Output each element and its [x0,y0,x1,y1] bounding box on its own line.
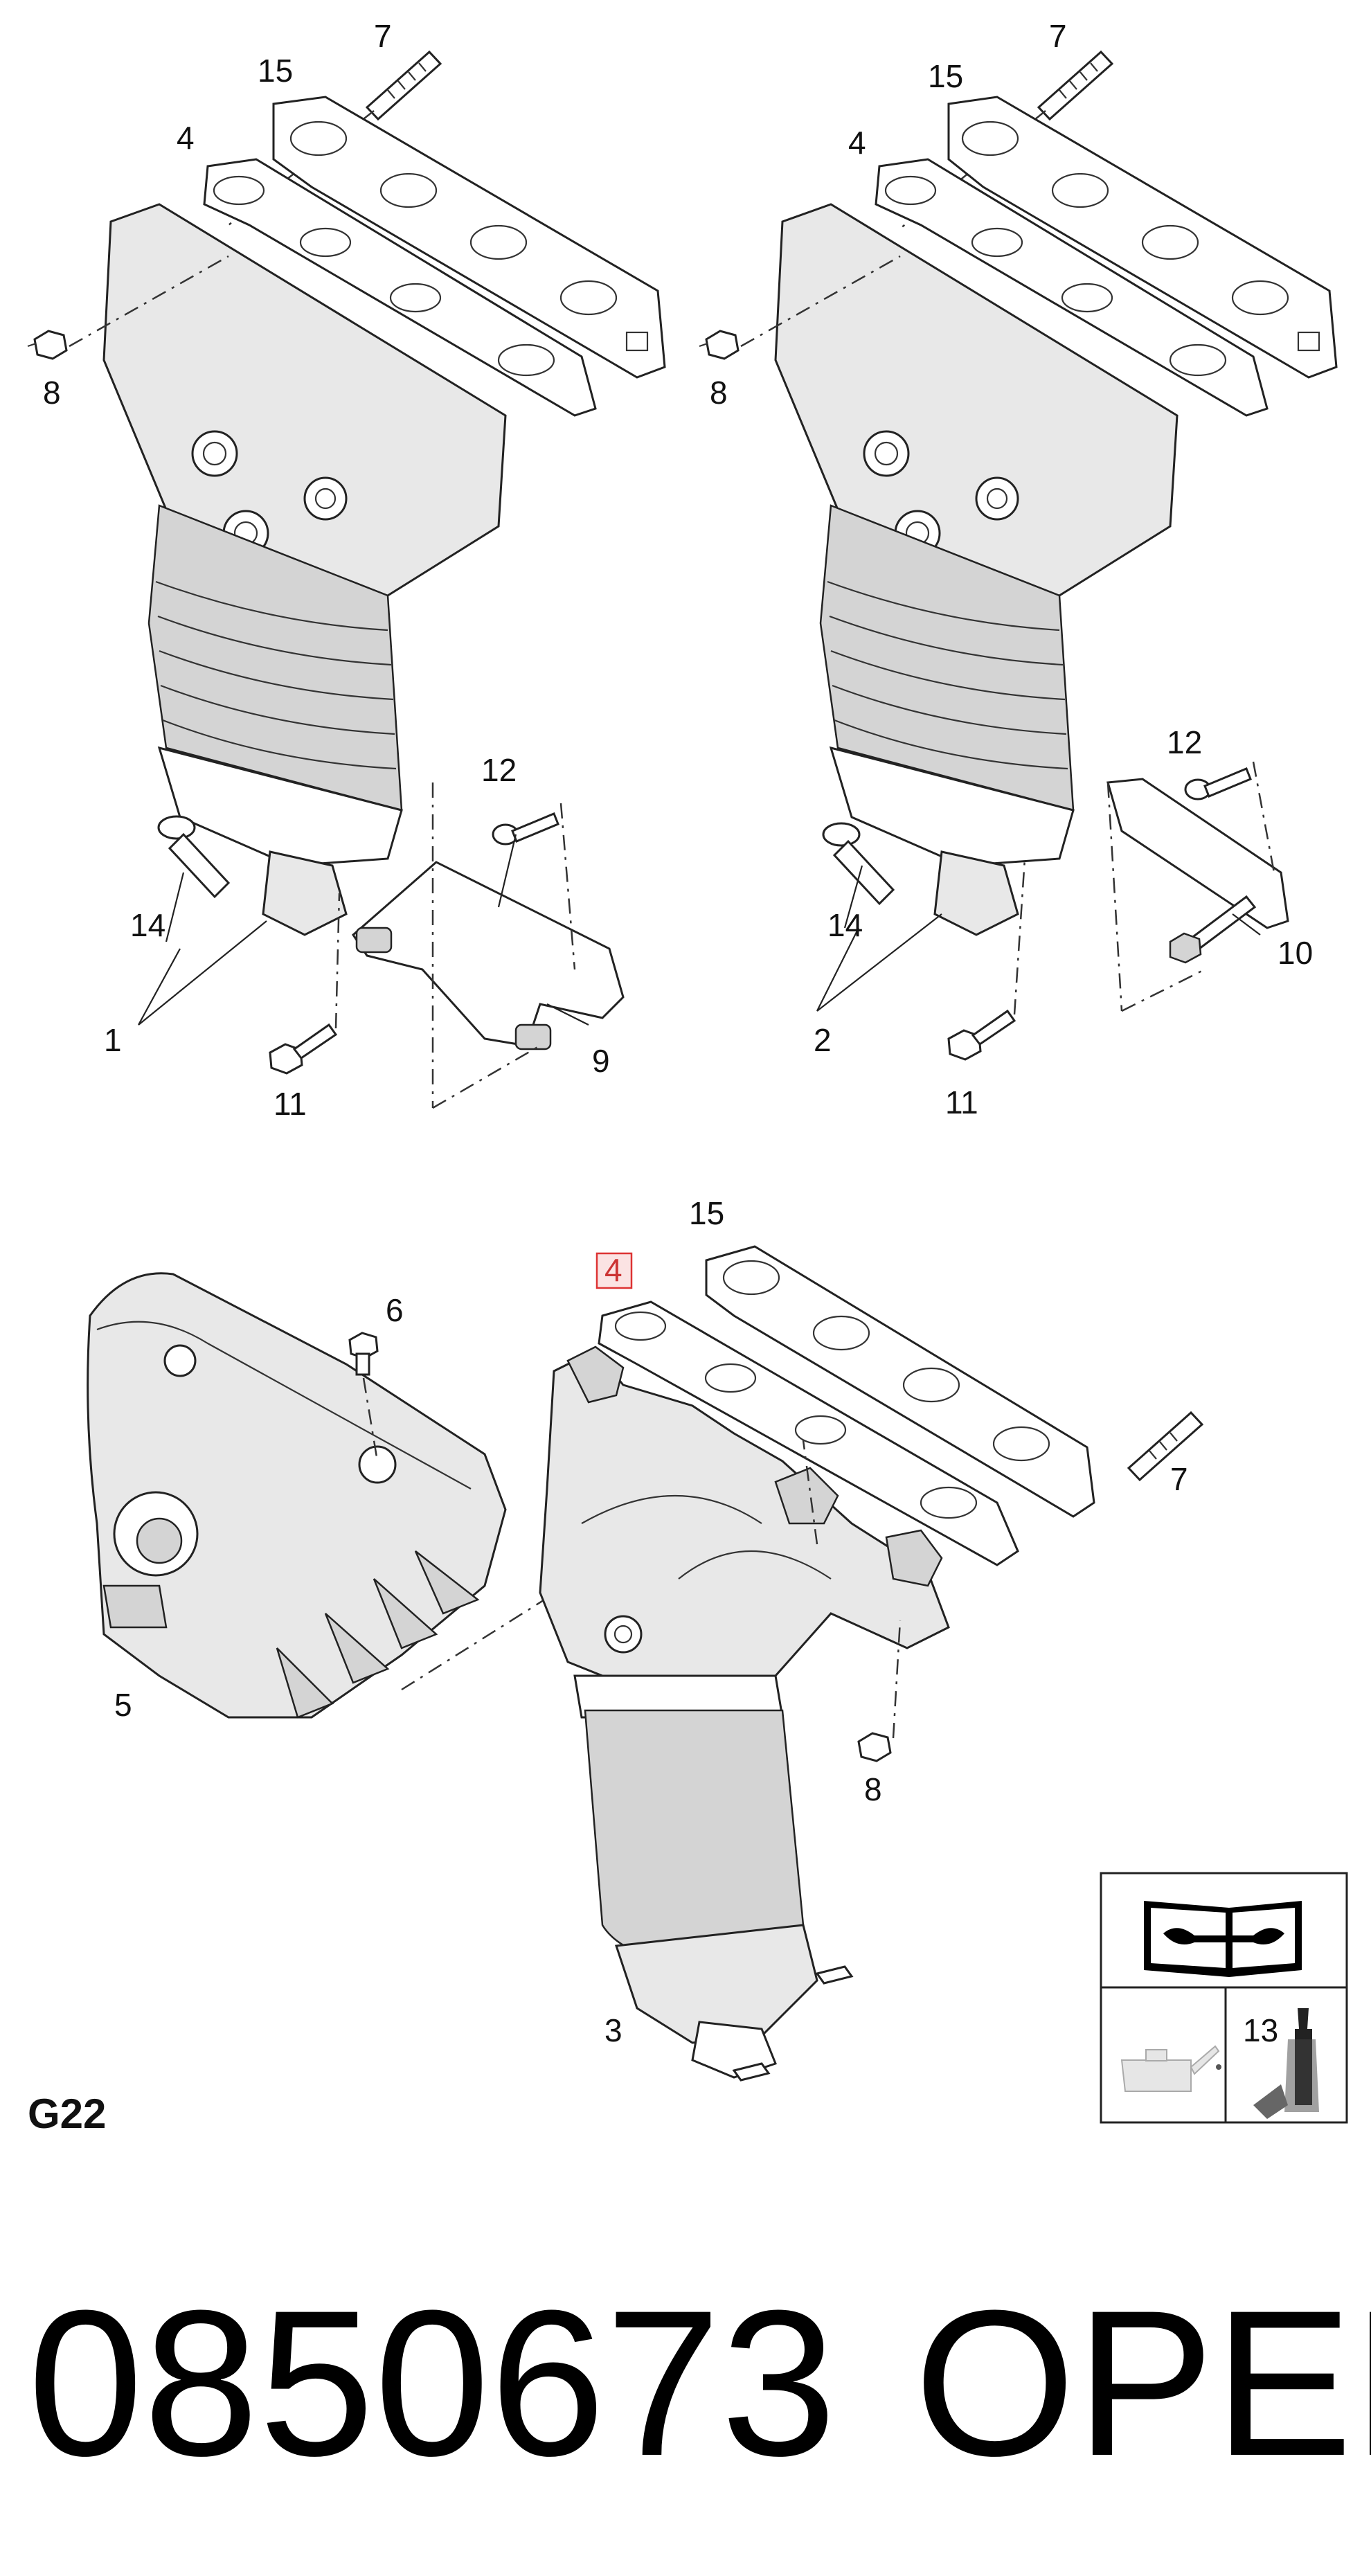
callout-11-top-right: 11 [945,1084,978,1120]
bolt-6-icon [348,1332,379,1376]
bolt-11-icon [269,1023,338,1075]
bolt-14-icon [822,822,895,906]
gasket-4-icon [598,1300,1019,1566]
callout-15-top-right: 15 [928,58,963,94]
oil-can-icon [1120,2045,1221,2092]
callout-8-top-left: 8 [43,375,61,411]
callout-8-top-right: 8 [710,375,728,411]
assembly-top-right [699,50,1338,1061]
info-box [1100,1872,1348,2124]
callout-11-top-left: 11 [274,1086,307,1122]
callout-7-top-left: 7 [374,18,392,54]
callout-14-top-left: 14 [130,907,165,943]
callout-12-top-left: 12 [481,752,517,788]
callout-12-top-right: 12 [1167,724,1202,760]
manifold-catalyst-2-icon [774,203,1179,936]
callout-15-bottom: 15 [689,1195,724,1231]
callout-6: 6 [386,1292,404,1328]
section-label: G22 [28,2091,106,2137]
gasket-15-icon [705,1245,1095,1518]
highlight-box [595,1252,633,1289]
brand-name: OPEL [914,2266,1371,2499]
catalytic-converter-3-icon [573,1674,854,2082]
stud-7-icon [365,50,442,121]
nut-8-icon [27,330,68,360]
bolt-11-icon [947,1009,1016,1061]
bolt-12-icon [1184,767,1252,800]
callout-14-top-right: 14 [827,907,863,943]
gasket-4-icon [203,158,597,417]
callout-1: 1 [104,1022,122,1058]
assembly-top-left [27,50,666,1109]
gasket-15-icon [947,96,1338,379]
manifold-catalyst-1-icon [102,203,507,936]
bolt-12-icon [492,812,559,846]
callout-5: 5 [114,1687,132,1723]
assembly-bottom [87,1245,1204,2082]
callout-13: 13 [1243,2012,1278,2048]
callout-9: 9 [592,1043,610,1079]
heat-shield-5-icon [87,1272,507,1719]
bracket-9-icon [352,861,625,1050]
gasket-15-icon [272,96,666,379]
nut-8-icon [699,330,740,360]
bolt-14-icon [157,815,231,899]
callout-8-bottom: 8 [864,1771,882,1807]
callout-4-bottom-highlighted: 4 [604,1252,622,1288]
callout-3: 3 [604,2012,622,2048]
nut-8-icon [857,1732,892,1762]
stud-7-icon [1127,1411,1204,1482]
manifold-icon [539,1345,950,1705]
bracket-10-icon [1106,778,1289,964]
sealant-tube-icon [1253,2008,1319,2119]
callout-15-top-left: 15 [258,53,293,89]
callout-7-bottom: 7 [1170,1461,1188,1497]
stud-7-icon [1037,50,1114,121]
callout-10: 10 [1278,935,1313,971]
callout-4-top-left: 4 [177,120,195,156]
gasket-4-icon [875,158,1269,417]
callout-7-top-right: 7 [1049,18,1067,54]
repair-manual-icon [1144,1901,1302,1977]
callout-2: 2 [814,1022,832,1058]
part-number: 0850673 [28,2266,836,2499]
callout-4-top-right: 4 [848,125,866,161]
